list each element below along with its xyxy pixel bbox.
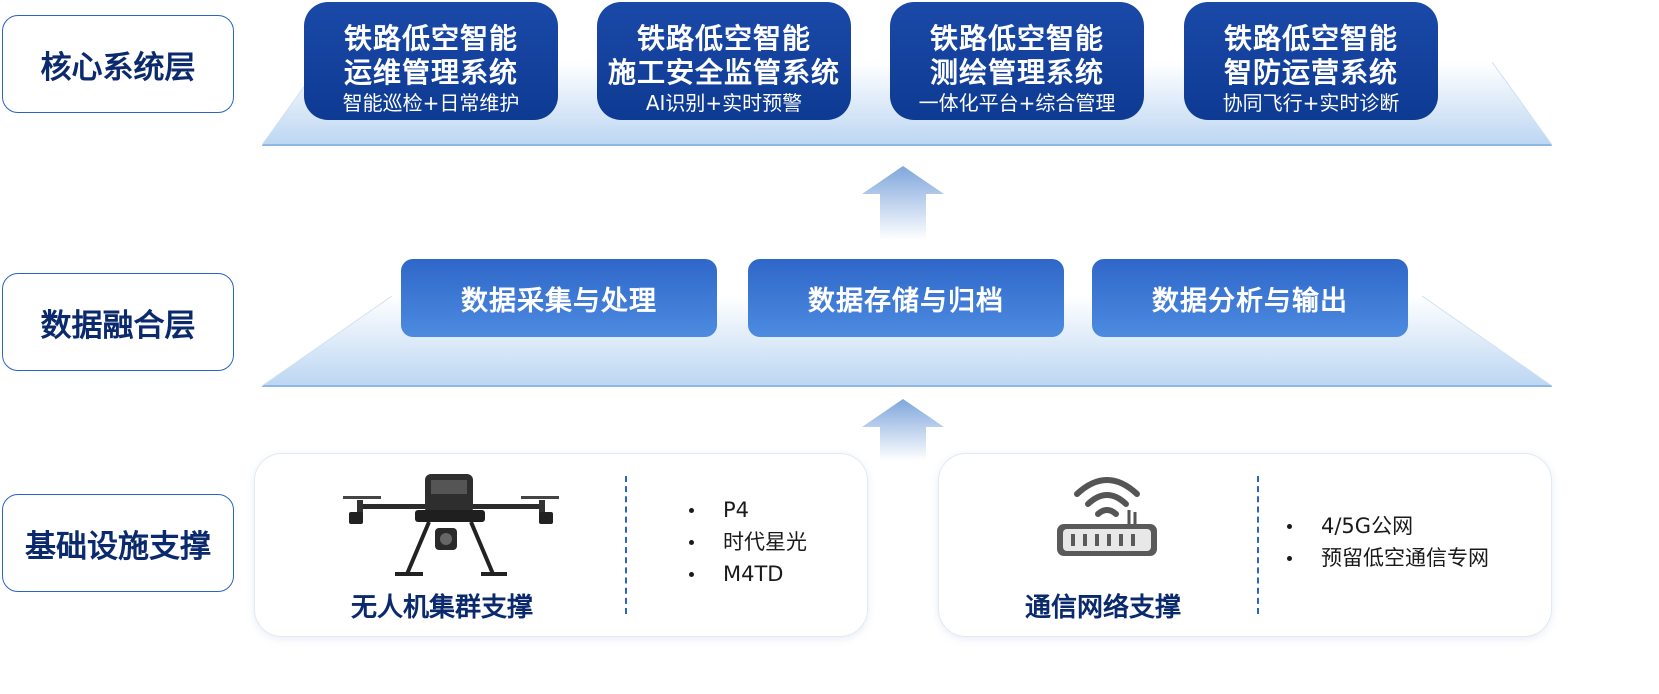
core-system-subtitle: 一体化平台+综合管理	[918, 91, 1116, 115]
core-system-construction[interactable]: 铁路低空智能 施工安全监管系统 AI识别+实时预警	[597, 2, 851, 120]
up-arrow-icon	[862, 399, 944, 465]
core-system-title-2: 施工安全监管系统	[607, 56, 840, 89]
layer-label-fusion: 数据融合层	[2, 273, 234, 371]
core-system-title-2: 测绘管理系统	[929, 56, 1104, 89]
list-item: M4TD	[687, 558, 807, 590]
core-system-title-1: 铁路低空智能	[1223, 22, 1398, 55]
core-system-title-1: 铁路低空智能	[343, 22, 518, 55]
core-system-title-2: 智防运营系统	[1223, 56, 1398, 89]
drone-icon	[343, 470, 559, 590]
list-item: 预留低空通信专网	[1285, 542, 1489, 574]
core-system-title-1: 铁路低空智能	[636, 22, 811, 55]
core-system-subtitle: 协同飞行+实时诊断	[1222, 91, 1400, 115]
card-divider	[1257, 476, 1259, 614]
up-arrow-icon	[862, 166, 944, 244]
list-item: P4	[687, 494, 807, 526]
network-support-card[interactable]: 通信网络支撑 4/5G公网 预留低空通信专网	[938, 453, 1552, 637]
core-system-survey[interactable]: 铁路低空智能 测绘管理系统 一体化平台+综合管理	[890, 2, 1144, 120]
core-system-defense[interactable]: 铁路低空智能 智防运营系统 协同飞行+实时诊断	[1184, 2, 1438, 120]
drone-support-card[interactable]: 无人机集群支撑 P4 时代星光 M4TD	[254, 453, 868, 637]
core-system-subtitle: 智能巡检+日常维护	[342, 91, 520, 115]
network-card-title: 通信网络支撑	[1025, 593, 1182, 623]
core-system-title-2: 运维管理系统	[343, 56, 518, 89]
data-module-storage[interactable]: 数据存储与归档	[748, 259, 1064, 337]
layer-label-infra: 基础设施支撑	[2, 494, 234, 592]
drone-model-list: P4 时代星光 M4TD	[687, 494, 807, 590]
data-module-collect[interactable]: 数据采集与处理	[401, 259, 717, 337]
drone-card-title: 无人机集群支撑	[351, 593, 534, 623]
list-item: 时代星光	[687, 526, 807, 558]
core-system-subtitle: AI识别+实时预警	[645, 91, 803, 115]
data-module-analysis[interactable]: 数据分析与输出	[1092, 259, 1408, 337]
list-item: 4/5G公网	[1285, 510, 1489, 542]
router-wifi-icon	[1055, 468, 1159, 566]
card-divider	[625, 476, 627, 614]
core-system-title-1: 铁路低空智能	[929, 22, 1104, 55]
layer-label-core: 核心系统层	[2, 15, 234, 113]
core-system-ops[interactable]: 铁路低空智能 运维管理系统 智能巡检+日常维护	[304, 2, 558, 120]
network-list: 4/5G公网 预留低空通信专网	[1285, 510, 1489, 574]
